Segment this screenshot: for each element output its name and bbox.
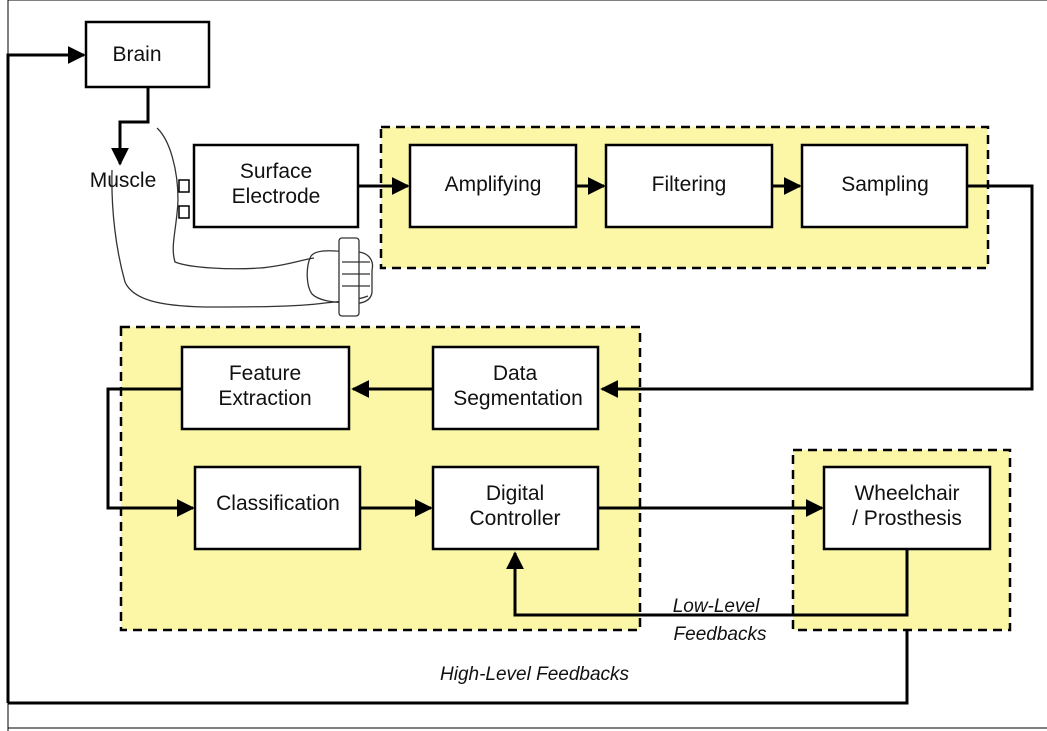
label-wheelchair-2: / Prosthesis [852,507,962,530]
label-digital-controller-1: Digital [486,482,544,505]
label-muscle: Muscle [90,169,157,192]
node-feature-extraction [180,345,351,431]
arrow-low-level-feedback [506,549,909,617]
arrow-high-level-to-brain [6,46,86,703]
label-low-level-1: Low-Level [673,596,760,617]
label-data-segmentation-1: Data [493,362,538,385]
arm-illustration [111,127,374,317]
label-data-segmentation-2: Segmentation [453,387,583,410]
label-feature-extraction-1: Feature [229,362,301,385]
label-surface-electrode-2: Electrode [232,185,321,208]
label-brain: Brain [112,43,161,66]
label-sampling: Sampling [841,173,929,196]
arrow-sampling-to-segmentation [600,184,1034,398]
node-filtering [604,143,774,229]
label-low-level-2: Feedbacks [674,624,767,645]
label-filtering: Filtering [652,173,727,196]
label-wheelchair-1: Wheelchair [854,482,959,505]
line-high-level-feedback [8,630,909,705]
node-digital-controller [431,465,600,551]
label-feature-extraction-2: Extraction [218,387,311,410]
arrow-brain-to-muscle [111,87,150,166]
label-digital-controller-2: Controller [469,507,560,530]
node-surface-electrode [192,143,360,229]
node-amplifying [408,143,578,229]
label-high-level: High-Level Feedbacks [440,664,630,685]
arrow-extraction-to-classification [106,387,195,517]
label-classification: Classification [216,492,340,515]
label-amplifying: Amplifying [445,173,542,196]
label-surface-electrode-1: Surface [240,160,312,183]
node-wheelchair-prosthesis [822,465,992,551]
node-data-segmentation [431,345,600,431]
node-sampling [800,143,969,229]
